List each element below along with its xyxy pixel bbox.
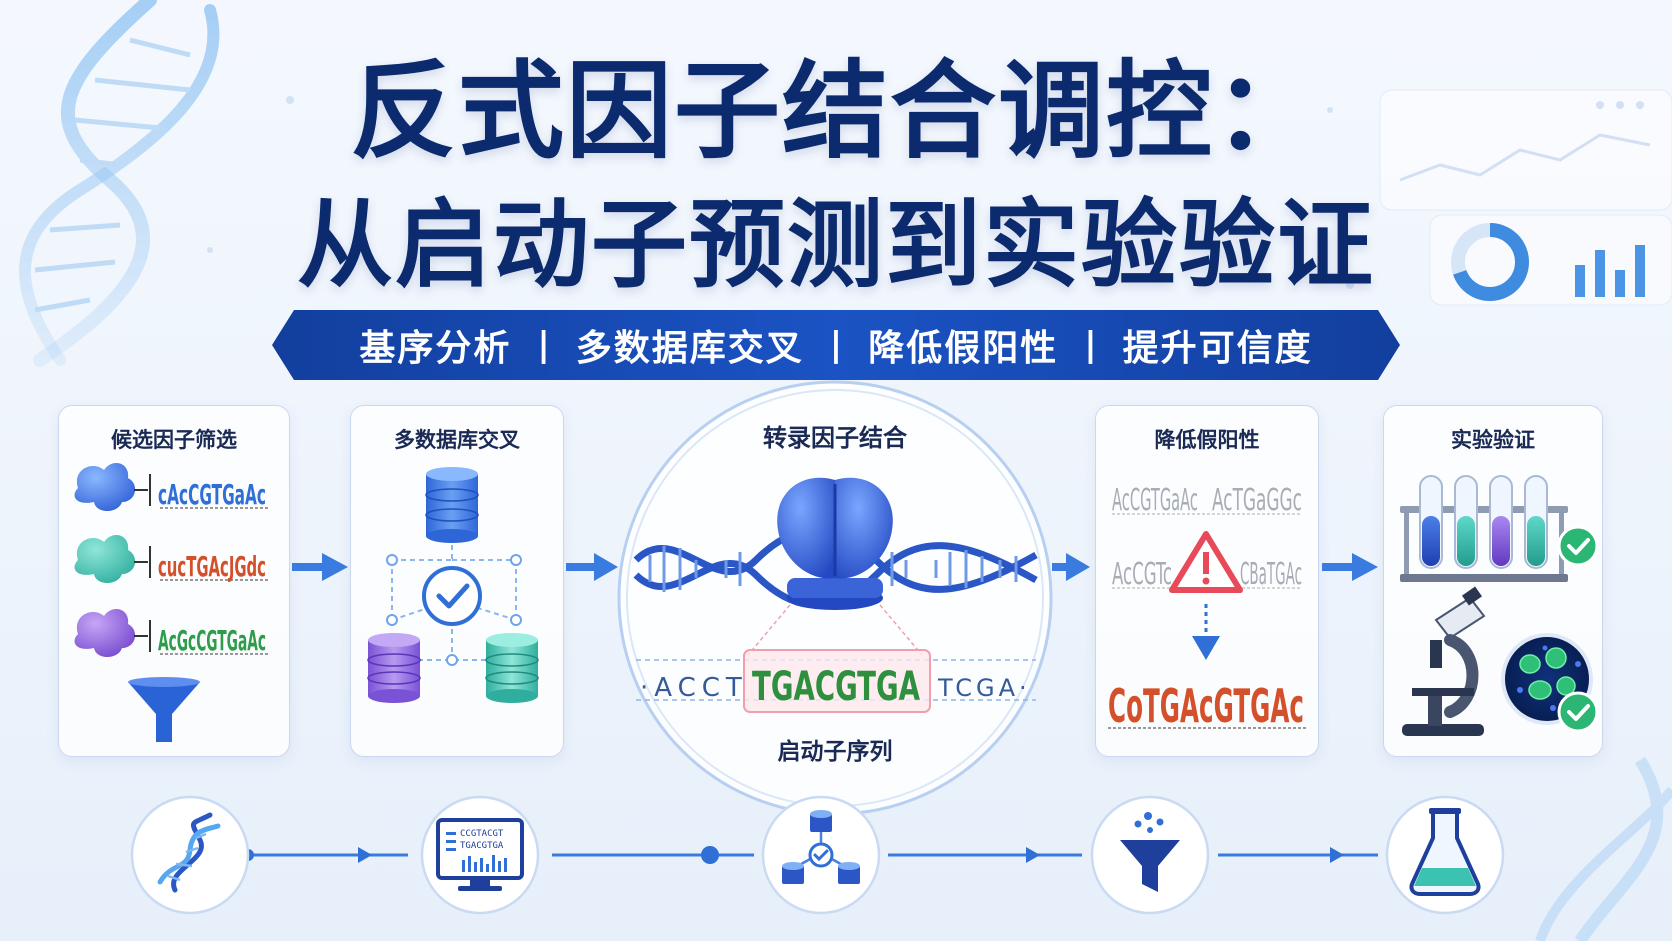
step-title: 实验验证 <box>1451 428 1535 452</box>
step-card-reduce-false-positive: 降低假阳性 <box>1095 405 1319 757</box>
banner-separator: | <box>1084 325 1097 365</box>
banner-separator: | <box>829 325 843 365</box>
step-title: 候选因子筛选 <box>111 428 237 452</box>
banner-separator: | <box>537 325 550 365</box>
step-title: 多数据库交叉 <box>394 428 520 452</box>
promoter-sequence-caption: 启动子序列 <box>777 739 893 765</box>
background-dna-icon <box>19 0 220 367</box>
background-bar-chart <box>1575 245 1645 297</box>
tf-binding-title: 转录因子结合 <box>763 424 907 452</box>
page-title-line-2: 从启动子预测到实验验证 <box>297 189 1375 301</box>
banner-item-improve-confidence: 提升可信度 <box>1122 328 1313 369</box>
background-donut-chart <box>1451 223 1529 301</box>
step-card-candidate-screening: 候选因子筛选 <box>58 405 290 757</box>
step-title: 降低假阳性 <box>1154 428 1260 452</box>
page-title-line-1: 反式因子结合调控： <box>350 50 1322 173</box>
banner-item-multi-database: 多数据库交叉 <box>575 328 804 369</box>
step-card-database-cross: 多数据库交叉 <box>350 405 564 757</box>
step-card-experimental-validation: 实验验证 <box>1383 405 1603 757</box>
banner-item-motif-analysis: 基序分析 <box>359 328 512 369</box>
feature-banner: 基序分析 | 多数据库交叉 | 降低假阳性 | 提升可信度 <box>272 310 1400 380</box>
background-dashboard <box>1379 89 1672 306</box>
banner-item-reduce-false-positive: 降低假阳性 <box>868 328 1059 369</box>
background-dna-icon-bottom <box>1535 756 1672 941</box>
